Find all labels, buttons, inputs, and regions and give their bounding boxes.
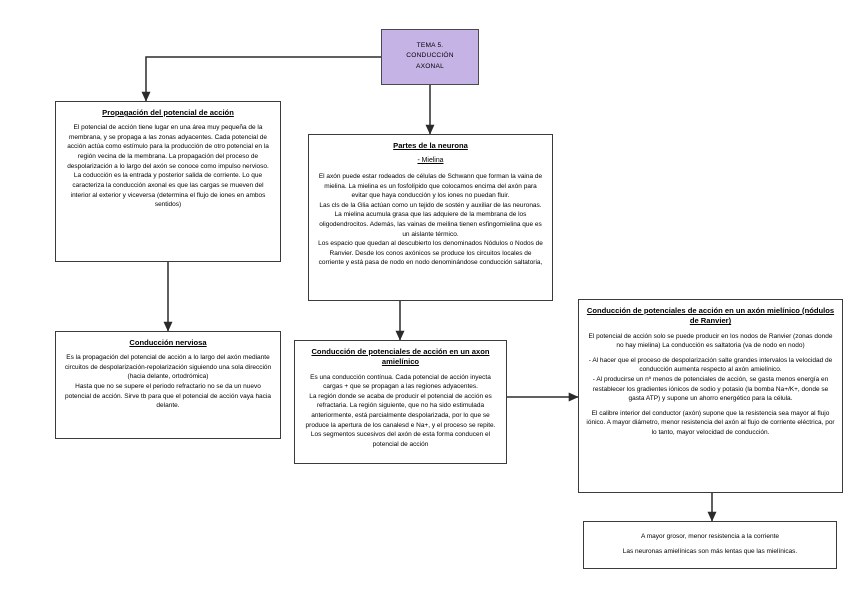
- node-conduccion-nerviosa-body: Es la propagación del potencial de acció…: [64, 354, 272, 410]
- node-conclusion-body-2: Las neuronas amielínicas son más lentas …: [622, 548, 798, 555]
- node-amielinico-body: Es una conducción contínua. Cada potenci…: [305, 373, 496, 448]
- node-mielinico-body-3: El calibre interior del conductor (axón)…: [586, 409, 835, 436]
- node-partes-neurona-subtitle: - Mielina: [417, 157, 444, 165]
- node-conclusion-body-1: A mayor grosor, menor resistencia a la c…: [640, 533, 779, 541]
- node-tema-label: TEMA 5. CONDUCCIÓN AXONAL: [406, 42, 454, 70]
- node-conclusion[interactable]: A mayor grosor, menor resistencia a la c…: [583, 521, 837, 569]
- node-conduccion-nerviosa[interactable]: Conducción nerviosa Es la propagación de…: [55, 331, 281, 439]
- edge-tema-to-propagacion: [141, 56, 381, 102]
- node-mielinico-title: Conducción de potenciales de acción en u…: [586, 306, 835, 326]
- node-propagacion-body: El potencial de acción tiene lugar en un…: [67, 124, 269, 209]
- node-partes-neurona-title: Partes de la neurona: [393, 141, 468, 150]
- node-partes-neurona-body: El axón puede estar rodeados de células …: [318, 172, 543, 267]
- node-mielinico-body-2: - Al hacer que el proceso de despolariza…: [588, 356, 833, 403]
- node-tema-title[interactable]: TEMA 5. CONDUCCIÓN AXONAL: [381, 29, 479, 85]
- node-conduccion-nerviosa-title: Conducción nerviosa: [129, 338, 207, 347]
- node-conduccion-axon-mielinico[interactable]: Conducción de potenciales de acción en u…: [578, 299, 843, 493]
- node-mielinico-body-1: El potencial de acción solo se puede pro…: [588, 332, 833, 350]
- node-amielinico-title: Conducción de potenciales de acción en u…: [311, 347, 490, 367]
- node-propagacion-title: Propagación del potencial de acción: [102, 108, 234, 117]
- node-conduccion-axon-amielinico[interactable]: Conducción de potenciales de acción en u…: [294, 340, 507, 464]
- node-propagacion-potencial-accion[interactable]: Propagación del potencial de acción El p…: [55, 101, 281, 262]
- node-partes-neurona[interactable]: Partes de la neurona - Mielina El axón p…: [308, 134, 553, 301]
